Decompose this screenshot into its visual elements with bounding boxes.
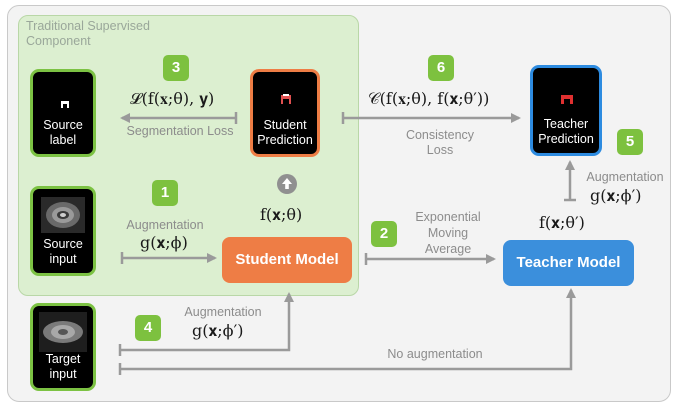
teacher-model-box: Teacher Model — [503, 240, 634, 286]
source-input-tile: Source input — [30, 186, 96, 276]
segmentation-loss-formula: 𝓛(f(𝐱;θ), 𝐲) — [130, 89, 215, 108]
source-input-mri-thumbnail — [41, 197, 85, 233]
student-prediction-mask-thumbnail — [281, 94, 291, 104]
step-badge-3: 3 — [163, 55, 189, 81]
teacher-prediction-caption: Teacher Prediction — [538, 117, 594, 146]
supervised-component-title: Traditional Supervised Component — [26, 19, 150, 48]
student-prediction-caption: Student Prediction — [257, 118, 313, 147]
teacher-prediction-tile: Teacher Prediction — [530, 65, 602, 156]
source-label-mask-thumbnail — [61, 101, 69, 108]
target-input-caption: Target input — [45, 352, 81, 381]
teacher-output-formula: f(𝐱;θ′) — [539, 213, 585, 232]
student-output-formula: f(𝐱;θ) — [260, 205, 303, 224]
consistency-loss-formula: 𝒞(f(𝐱;θ), f(𝐱;θ′)) — [368, 89, 490, 108]
source-input-caption: Source input — [43, 237, 83, 266]
target-to-teacher-arrow — [120, 288, 576, 371]
student-model-box: Student Model — [222, 237, 352, 283]
augmentation-formula-5: g(𝐱;ϕ′) — [590, 186, 642, 205]
source-label-caption: Source label — [43, 118, 83, 147]
step-badge-6: 6 — [428, 55, 454, 81]
segmentation-loss-label: Segmentation Loss — [126, 124, 234, 138]
source-label-tile: Source label — [30, 69, 96, 157]
augmentation-formula-4: g(𝐱;ϕ′) — [192, 321, 244, 340]
augmentation-label-4: Augmentation — [184, 305, 262, 319]
target-input-tile: Target input — [30, 303, 96, 391]
augmentation-label-1: Augmentation — [126, 218, 204, 232]
step-badge-4: 4 — [135, 315, 161, 341]
teacher-prediction-mask-thumbnail — [561, 95, 573, 104]
no-augmentation-label: No augmentation — [387, 347, 483, 361]
augmentation-formula-1: g(𝐱;ϕ) — [140, 233, 188, 252]
consistency-loss-label: Consistency Loss — [405, 128, 475, 157]
target-to-student-arrow — [120, 292, 294, 352]
target-input-mri-thumbnail — [39, 312, 87, 352]
step-badge-5: 5 — [617, 129, 643, 155]
step-badge-2: 2 — [371, 221, 397, 247]
student-prediction-tile: Student Prediction — [250, 69, 320, 157]
augmentation-label-5: Augmentation — [586, 170, 664, 184]
ema-label: Exponential Moving Average — [415, 210, 481, 256]
step-badge-1: 1 — [152, 180, 178, 206]
circle-up-arrow-icon — [277, 174, 297, 194]
